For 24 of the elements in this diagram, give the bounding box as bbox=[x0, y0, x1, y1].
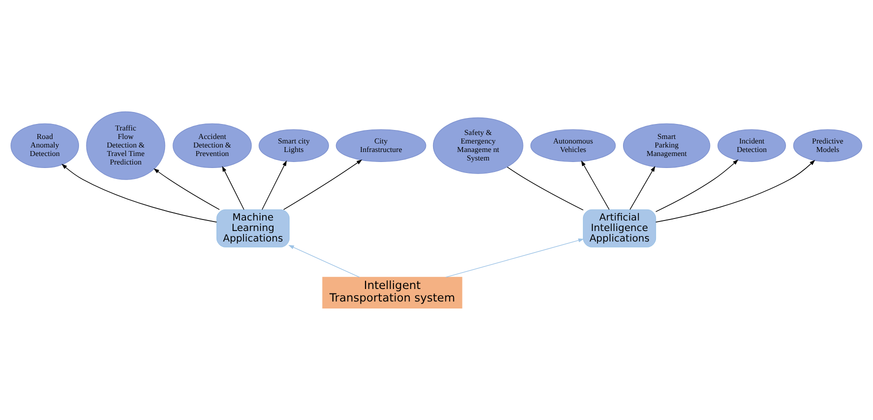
node-ellipse: City Infrastructure bbox=[336, 129, 426, 162]
arrow bbox=[630, 166, 656, 210]
node-ellipse: Incident Detection bbox=[718, 129, 786, 162]
node-box: Intelligent Transportation system bbox=[322, 276, 462, 309]
arrow bbox=[283, 160, 362, 210]
node-box: Artificial Intelligence Applications bbox=[582, 209, 656, 248]
node-box: Machine Learning Applications bbox=[216, 209, 290, 248]
node-ellipse: Smart Parking Management bbox=[622, 123, 710, 168]
arrow bbox=[288, 245, 360, 278]
arrow bbox=[62, 164, 218, 222]
connector bbox=[506, 166, 584, 210]
node-ellipse: Accident Detection & Prevention bbox=[172, 123, 252, 168]
arrow bbox=[655, 159, 738, 212]
arrow bbox=[222, 166, 244, 210]
node-ellipse: Safety & Emergency Manageme nt System bbox=[432, 117, 524, 174]
node-ellipse: Traffic Flow Detection & Travel Time Prediction bbox=[86, 111, 166, 180]
arrow bbox=[446, 238, 584, 278]
arrow bbox=[262, 160, 287, 210]
arrow bbox=[581, 160, 610, 210]
node-ellipse: Predictive Models bbox=[793, 129, 862, 162]
arrow bbox=[154, 168, 220, 210]
node-ellipse: Smart city Lights bbox=[258, 129, 329, 162]
node-ellipse: Autonomous Vehicles bbox=[530, 129, 616, 162]
arrow bbox=[655, 160, 816, 222]
